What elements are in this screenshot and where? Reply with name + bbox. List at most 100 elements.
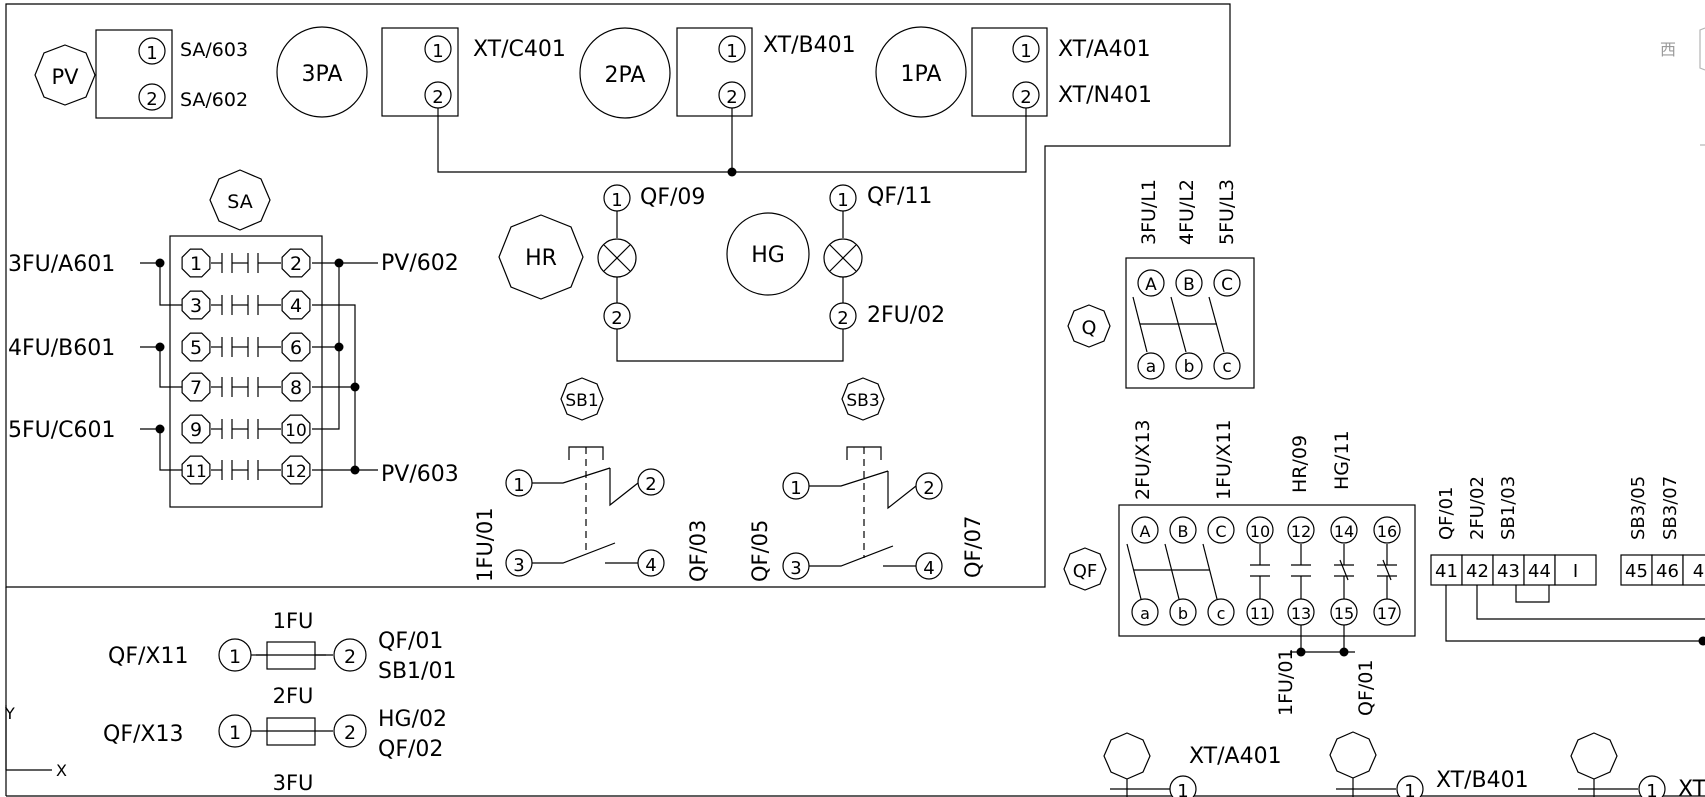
q-term-a: a bbox=[1137, 352, 1165, 380]
sb3-term-2: 2 bbox=[923, 478, 934, 499]
sb1-tag: SB1 bbox=[565, 391, 598, 411]
sb3-term-3: 3 bbox=[790, 558, 801, 579]
hg-top-label: QF/11 bbox=[867, 184, 932, 209]
1pa-label-2: XT/N401 bbox=[1058, 83, 1152, 108]
bottom-components: 1 XT/A401 1 XT/B401 1 XT bbox=[1103, 731, 1705, 797]
bottom-term-3: 1 bbox=[1646, 781, 1657, 797]
qf-term-c: c bbox=[1207, 598, 1235, 626]
svg-text:b: b bbox=[1178, 604, 1188, 623]
q-tag: Q bbox=[1082, 317, 1097, 339]
qf-bottom-label-2: QF/01 bbox=[1355, 660, 1377, 716]
svg-text:c: c bbox=[1217, 604, 1226, 623]
svg-text:17: 17 bbox=[1377, 604, 1397, 623]
qf-term-B: B bbox=[1169, 516, 1197, 544]
3pa-term-2: 2 bbox=[432, 87, 443, 108]
strip-label-5: SB3/07 bbox=[1660, 476, 1681, 540]
hg-bottom-label: 2FU/02 bbox=[867, 303, 945, 328]
3pa-meter: 3PA 1 2 XT/C401 bbox=[276, 26, 566, 118]
sb1-right-label: QF/03 bbox=[686, 520, 710, 582]
1pa-label-1: XT/A401 bbox=[1058, 37, 1151, 62]
sb1-term-4: 4 bbox=[645, 555, 656, 576]
sa-term-12: 12 bbox=[281, 455, 311, 485]
sb3-term-1: 1 bbox=[790, 478, 801, 499]
svg-text:7: 7 bbox=[190, 377, 202, 399]
sb1-left-label: 1FU/01 bbox=[473, 507, 497, 582]
qf-top-label-3: HR/09 bbox=[1289, 435, 1311, 493]
bottom-term-2: 1 bbox=[1404, 781, 1415, 797]
svg-text:C: C bbox=[1215, 522, 1226, 541]
sb1-term-3: 3 bbox=[513, 555, 524, 576]
strip-terminal: 4 bbox=[1682, 554, 1705, 586]
fu1-term-1: 1 bbox=[229, 646, 241, 668]
fu2-term-1: 1 bbox=[229, 722, 241, 744]
svg-text:45: 45 bbox=[1625, 561, 1648, 582]
sb3-right-label: QF/07 bbox=[961, 516, 985, 578]
svg-text:I: I bbox=[1573, 561, 1578, 582]
sa-contact bbox=[211, 419, 281, 439]
bottom-label-2: XT/B401 bbox=[1436, 768, 1529, 793]
svg-text:16: 16 bbox=[1377, 522, 1397, 541]
fu2-tag: 2FU bbox=[273, 684, 314, 708]
q-term-C: C bbox=[1213, 269, 1241, 297]
qf-term-17: 17 bbox=[1373, 598, 1401, 626]
sa-term-6: 6 bbox=[281, 332, 311, 362]
qf-tag: QF bbox=[1073, 561, 1098, 582]
svg-text:42: 42 bbox=[1466, 561, 1489, 582]
1pa-meter: 1PA 1 2 XT/A401 XT/N401 bbox=[875, 26, 1152, 118]
qf-term-14: 14 bbox=[1330, 516, 1358, 544]
fuse-2fu: 2FU QF/X13 1 2 HG/02 QF/02 bbox=[103, 684, 447, 762]
ucs-y-label: Y bbox=[4, 704, 15, 723]
fu2-left-label: QF/X13 bbox=[103, 722, 183, 747]
qf-term-15: 15 bbox=[1330, 598, 1358, 626]
svg-text:46: 46 bbox=[1656, 561, 1679, 582]
sa-term-4: 4 bbox=[281, 290, 311, 320]
bottom-label-1: XT/A401 bbox=[1189, 744, 1282, 769]
svg-text:a: a bbox=[1140, 604, 1150, 623]
sa-term-7: 7 bbox=[181, 372, 211, 402]
sa-switch: SA 3FU/A601 4FU/B601 5FU/C601 PV/602 PV/… bbox=[8, 169, 459, 508]
pv-meter: PV 1 2 SA/603 SA/602 bbox=[34, 29, 248, 119]
strip-label-3: SB1/03 bbox=[1498, 476, 1519, 540]
sa-contact bbox=[211, 460, 281, 480]
sa-term-2: 2 bbox=[281, 248, 311, 278]
qf-term-C: C bbox=[1207, 516, 1235, 544]
sb1-button: SB1 1 2 3 4 1FU/01 QF/03 bbox=[473, 377, 710, 582]
sa-right-label-1: PV/602 bbox=[381, 251, 459, 276]
viewcube-corner[interactable]: 西 bbox=[1660, 27, 1705, 146]
qf-term-16: 16 bbox=[1373, 516, 1401, 544]
q-term-b: b bbox=[1175, 352, 1203, 380]
sa-term-10: 10 bbox=[281, 414, 311, 444]
strip-terminal: 41 bbox=[1430, 554, 1463, 586]
fu3-tag: 3FU bbox=[273, 771, 314, 795]
sb1-term-1: 1 bbox=[513, 475, 524, 496]
hr-top-label: QF/09 bbox=[640, 185, 705, 210]
sa-contact bbox=[211, 337, 281, 357]
qf-term-11: 11 bbox=[1246, 598, 1274, 626]
svg-text:10: 10 bbox=[285, 421, 307, 441]
fu1-tag: 1FU bbox=[273, 609, 314, 633]
sa-right-label-2: PV/603 bbox=[381, 462, 459, 487]
bottom-term-1: 1 bbox=[1177, 781, 1188, 797]
pv-term-2: 2 bbox=[146, 89, 157, 110]
svg-text:11: 11 bbox=[185, 462, 207, 482]
sa-contact bbox=[211, 253, 281, 273]
3pa-term-1: 1 bbox=[432, 41, 443, 62]
q-top-label-2: 4FU/L2 bbox=[1176, 179, 1198, 245]
svg-text:1: 1 bbox=[190, 253, 202, 275]
1pa-tag: 1PA bbox=[901, 62, 942, 87]
sb3-button: SB3 1 2 3 4 QF/05 QF/07 bbox=[748, 377, 985, 582]
fu1-term-2: 2 bbox=[344, 646, 356, 668]
strip-terminal: 42 bbox=[1461, 554, 1494, 586]
svg-text:43: 43 bbox=[1497, 561, 1520, 582]
ucs-axis-icon: Y X bbox=[4, 704, 67, 780]
svg-text:A: A bbox=[1145, 275, 1157, 295]
svg-text:15: 15 bbox=[1334, 604, 1354, 623]
hg-term-1: 1 bbox=[837, 190, 848, 211]
meter-neutral-bus bbox=[437, 108, 1027, 177]
sa-contact bbox=[211, 377, 281, 397]
q-top-label-1: 3FU/L1 bbox=[1138, 179, 1160, 245]
2pa-term-2: 2 bbox=[726, 87, 737, 108]
svg-text:14: 14 bbox=[1334, 522, 1354, 541]
qf-term-a: a bbox=[1131, 598, 1159, 626]
